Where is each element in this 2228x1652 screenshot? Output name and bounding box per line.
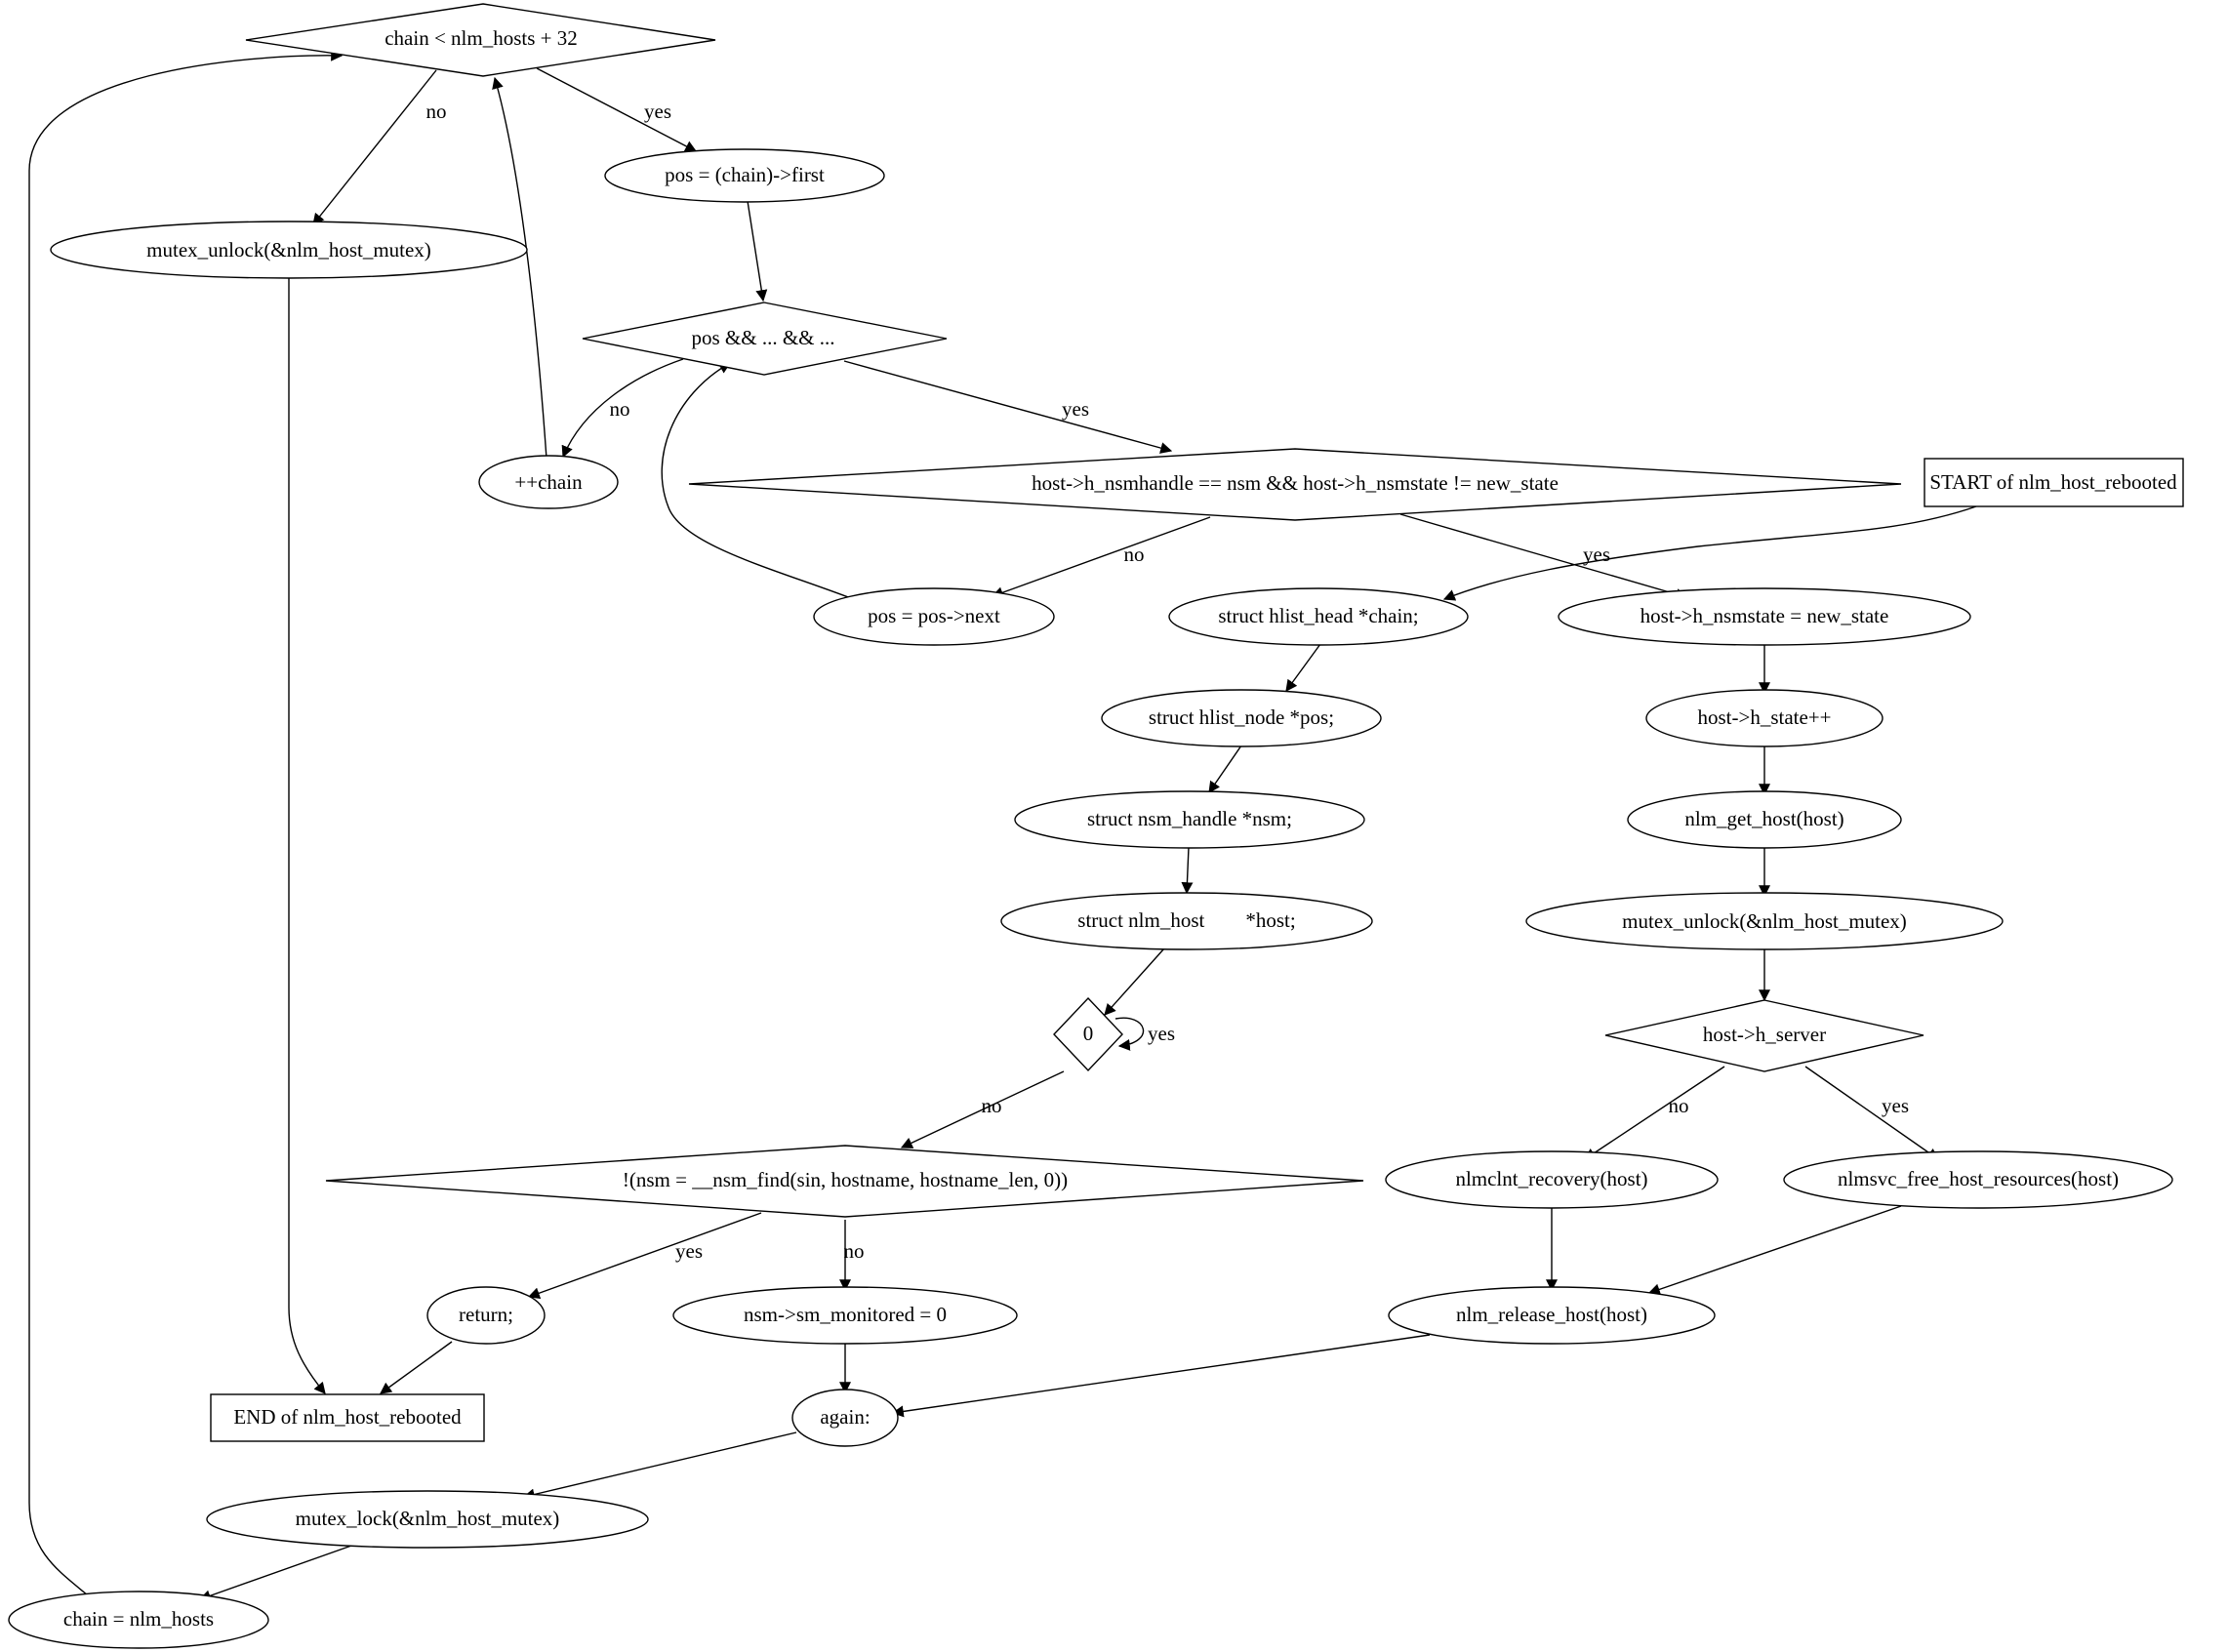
edge-again-lock [522,1431,797,1501]
edge-find-yes [527,1212,762,1299]
edge-start-declchain [1442,505,1977,601]
edge-incchain-chaincond [492,76,547,460]
node-server-condition: host->h_server [1604,999,1924,1072]
svg-text:nsm->sm_monitored = 0: nsm->sm_monitored = 0 [744,1303,947,1326]
node-set-nsmstate: host->h_nsmstate = new_state [1558,587,1971,646]
node-return: return; [426,1286,546,1345]
node-mutex-unlock-right: mutex_unlock(&nlm_host_mutex) [1525,892,2004,950]
node-chain-condition: chain < nlm_hosts + 32 [245,3,716,77]
svg-text:struct nlm_host *host;: struct nlm_host *host; [1077,908,1295,932]
svg-text:0: 0 [1083,1022,1094,1045]
edge-posfirst-poscond [747,200,768,302]
svg-text:struct hlist_node *pos;: struct hlist_node *pos; [1149,705,1334,729]
edge-label-chain-yes: yes [644,100,671,123]
node-pos-condition: pos && ... && ... [582,302,948,376]
edge-label-zero-yes: yes [1148,1022,1175,1045]
svg-text:chain < nlm_hosts + 32: chain < nlm_hosts + 32 [385,26,578,50]
node-end: END of nlm_host_rebooted [210,1393,485,1442]
node-again: again: [791,1389,899,1447]
edge-pos-yes [843,360,1173,454]
svg-text:pos = pos->next: pos = pos->next [868,604,1000,627]
node-decl-host: struct nlm_host *host; [1000,892,1373,950]
edge-label-pos-yes: yes [1062,397,1089,421]
edge-label-find-yes: yes [675,1239,703,1263]
edge-chain-no [312,69,437,225]
node-inc-state: host->h_state++ [1645,689,1884,747]
node-chain-init: chain = nlm_hosts [8,1591,269,1649]
node-start: START of nlm_host_rebooted [1924,458,2184,507]
node-nsm-find-condition: !(nsm = __nsm_find(sin, hostname, hostna… [325,1145,1364,1218]
svg-text:nlm_get_host(host): nlm_get_host(host) [1684,807,1843,830]
edge-server-yes [1804,1066,1939,1160]
node-mutex-lock: mutex_lock(&nlm_host_mutex) [206,1490,649,1549]
node-decl-nsm: struct nsm_handle *nsm; [1014,790,1365,849]
edge-chaininit-chaincond [28,49,344,1596]
node-get-host: nlm_get_host(host) [1627,790,1902,849]
svg-text:struct nsm_handle *nsm;: struct nsm_handle *nsm; [1087,807,1292,830]
node-host-condition: host->h_nsmhandle == nsm && host->h_nsms… [688,448,1902,521]
svg-text:nlmclnt_recovery(host): nlmclnt_recovery(host) [1455,1167,1647,1190]
svg-text:host->h_server: host->h_server [1703,1023,1826,1046]
node-zero-condition: 0 [1053,996,1123,1072]
node-sm-monitored: nsm->sm_monitored = 0 [672,1286,1018,1345]
svg-text:again:: again: [820,1405,870,1429]
svg-text:mutex_unlock(&nlm_host_mutex): mutex_unlock(&nlm_host_mutex) [1622,909,1907,933]
svg-text:!(nsm = __nsm_find(sin, hostna: !(nsm = __nsm_find(sin, hostname, hostna… [623,1168,1068,1191]
edge-pos-no [561,358,684,459]
edge-label-pos-no: no [610,397,630,421]
svg-text:nlm_release_host(host): nlm_release_host(host) [1456,1303,1647,1326]
edge-label-server-yes: yes [1882,1094,1909,1117]
edge-lock-chaininit [198,1544,355,1602]
edge-unlock-end [288,278,326,1394]
edge-posnext-poscond [661,362,857,601]
edge-release-again [891,1334,1431,1418]
node-release-host: nlm_release_host(host) [1388,1286,1716,1345]
node-free-resources: nlmsvc_free_host_resources(host) [1783,1150,2173,1209]
svg-text:return;: return; [459,1303,513,1326]
edge-label-zero-no: no [982,1094,1002,1117]
node-pos-next: pos = pos->next [813,587,1055,646]
edge-declhost-zero [1104,947,1165,1016]
node-decl-chain: struct hlist_head *chain; [1168,587,1469,646]
edge-chain-yes [536,67,698,152]
node-inc-chain: ++chain [478,455,619,509]
svg-text:pos = (chain)->first: pos = (chain)->first [665,163,825,186]
svg-text:chain = nlm_hosts: chain = nlm_hosts [63,1607,214,1631]
svg-text:struct hlist_head *chain;: struct hlist_head *chain; [1218,604,1418,627]
node-clnt-recovery: nlmclnt_recovery(host) [1385,1150,1719,1209]
svg-text:host->h_nsmhandle == nsm && ho: host->h_nsmhandle == nsm && host->h_nsms… [1032,471,1559,495]
edge-label-server-no: no [1669,1094,1689,1117]
edge-label-find-no: no [844,1239,865,1263]
edge-zero-yes [1114,1017,1145,1051]
edge-free-release [1647,1205,1902,1296]
edge-declpos-declnsm [1208,745,1242,793]
edge-labels: no yes no yes no yes yes no no yes yes n… [426,100,1910,1263]
node-mutex-unlock-left: mutex_unlock(&nlm_host_mutex) [50,221,528,279]
nodes: chain < nlm_hosts + 32 pos = (chain)->fi… [8,3,2184,1649]
edge-label-host-yes: yes [1583,543,1610,566]
svg-text:mutex_unlock(&nlm_host_mutex): mutex_unlock(&nlm_host_mutex) [146,238,431,262]
edge-declchain-declpos [1285,643,1321,692]
svg-text:mutex_lock(&nlm_host_mutex): mutex_lock(&nlm_host_mutex) [296,1507,560,1530]
edge-host-yes [1399,513,1688,600]
edge-declnsm-declhost [1181,846,1194,895]
svg-text:nlmsvc_free_host_resources(hos: nlmsvc_free_host_resources(host) [1838,1167,2119,1190]
svg-text:START of nlm_host_rebooted: START of nlm_host_rebooted [1929,470,2177,494]
edge-label-host-no: no [1124,543,1145,566]
svg-text:END of nlm_host_rebooted: END of nlm_host_rebooted [233,1405,462,1429]
edges [28,49,1977,1602]
edge-label-chain-no: no [426,100,447,123]
edge-host-no [991,516,1211,598]
svg-text:++chain: ++chain [514,470,583,494]
svg-text:host->h_nsmstate = new_state: host->h_nsmstate = new_state [1641,604,1889,627]
svg-text:pos && ... && ...: pos && ... && ... [691,326,834,349]
node-pos-first: pos = (chain)->first [604,148,885,203]
svg-text:host->h_state++: host->h_state++ [1697,705,1831,729]
node-decl-pos: struct hlist_node *pos; [1101,689,1382,747]
edge-server-no [1584,1066,1725,1160]
edge-return-end [380,1341,453,1394]
edge-zero-no [900,1070,1065,1148]
